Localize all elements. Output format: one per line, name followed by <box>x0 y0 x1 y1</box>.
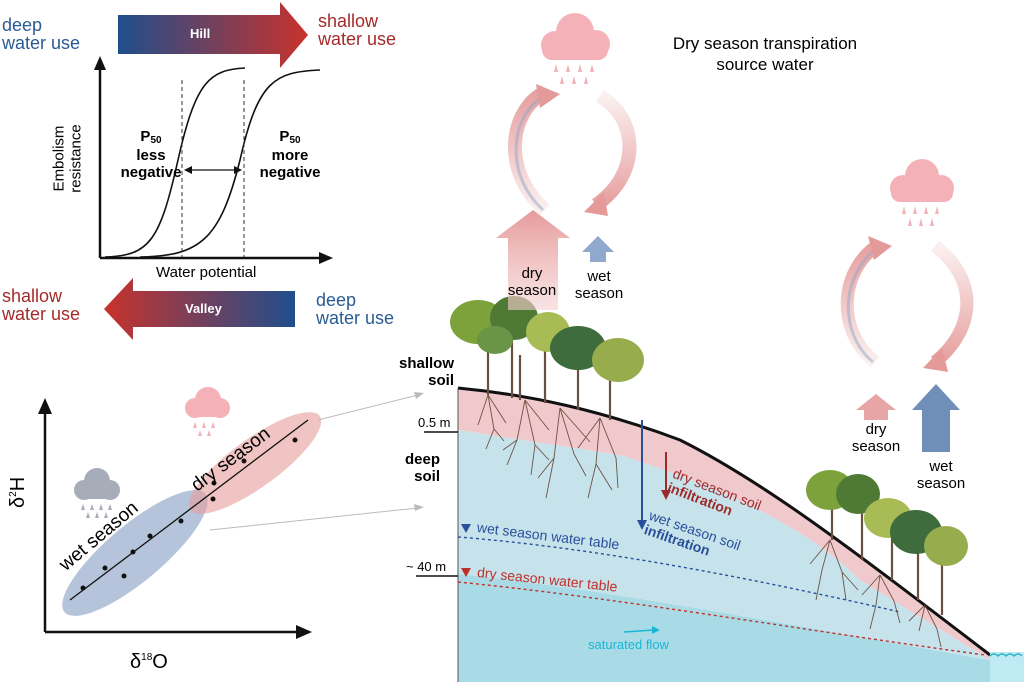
diagram-title: Dry season transpiration source water <box>630 34 900 75</box>
hill-trees <box>450 296 644 420</box>
valley-wet-arrow-line2: season <box>916 474 966 492</box>
isotope-y-label: δ2H <box>7 476 29 508</box>
y-axis-label-line2: resistance <box>67 124 84 193</box>
valley-wet-arrow-label: wet season <box>908 458 974 492</box>
dry-cloud-icon <box>185 387 230 436</box>
valley-left-label-line2: water use <box>2 304 81 324</box>
p50-right-sub: 50 <box>289 135 301 146</box>
isotope-x-delta: δ <box>130 651 142 673</box>
valley-dry-arrow-line2: season <box>851 437 901 455</box>
hill-left-label-line1: deep <box>2 15 43 35</box>
valley-left-label: shallow water use <box>2 287 80 323</box>
deep-soil-line1: deep <box>404 451 440 468</box>
p50-left-sub: 50 <box>150 135 162 146</box>
valley-right-label-line1: deep <box>316 290 357 310</box>
valley-dry-arrow-label: dry season <box>846 421 906 455</box>
diagram-title-line2: source water <box>716 54 814 74</box>
isotope-x-element: O <box>152 651 168 673</box>
hill-left-label-line2: water use <box>2 33 81 53</box>
hill-wet-arrow-label: wet season <box>566 268 632 302</box>
valley-dry-arrow-line1: dry <box>865 421 887 438</box>
hill-arrow-label: Hill <box>190 26 211 41</box>
valley-left-label-line1: shallow <box>2 286 63 306</box>
hill-right-label: shallow water use <box>318 12 396 48</box>
hill-cycle <box>496 13 637 310</box>
shallow-soil-label: shallow soil <box>388 355 454 389</box>
p50-left-label: P50 less negative <box>116 128 186 181</box>
isotope-x-label: δ18O <box>130 652 168 672</box>
diagram-title-line1: Dry season transpiration <box>672 34 858 53</box>
vulnerability-chart <box>94 56 333 264</box>
p50-left-line1: less <box>136 146 166 164</box>
hill-right-label-line1: shallow <box>318 11 379 31</box>
depth-deep-label: ~ 40 m <box>406 559 447 574</box>
p50-right-label: P50 more negative <box>250 128 330 181</box>
isotope-chart <box>38 387 424 639</box>
hill-dry-arrow-line1: dry <box>521 265 543 282</box>
valley-wet-arrow-line1: wet <box>929 458 953 475</box>
depth-shallow-label: 0.5 m <box>418 415 451 430</box>
isotope-y-element: H <box>7 476 29 492</box>
hill-dry-arrow-line2: season <box>507 281 557 299</box>
p50-right-line1: more <box>271 146 309 164</box>
valley-right-label-line2: water use <box>316 308 395 328</box>
x-axis-label: Water potential <box>156 264 257 281</box>
hillslope-section <box>416 296 1024 682</box>
deep-soil-label: deep soil <box>394 451 440 485</box>
p50-left-p: P <box>140 128 151 145</box>
hill-wet-arrow-line2: season <box>574 284 624 302</box>
hill-wet-arrow-line1: wet <box>587 268 611 285</box>
hill-cloud-icon <box>541 13 610 84</box>
hill-dry-arrow-label: dry season <box>502 265 562 299</box>
valley-right-label: deep water use <box>316 291 394 327</box>
shallow-soil-line1: shallow <box>398 355 454 372</box>
valley-arrow <box>104 278 295 340</box>
isotope-y-delta: δ <box>7 496 29 508</box>
isotope-x-sup: 18 <box>141 652 153 663</box>
hill-right-label-line2: water use <box>318 29 397 49</box>
p50-right-line2: negative <box>259 163 321 181</box>
valley-cloud-icon <box>890 159 954 226</box>
valley-trees <box>806 470 968 615</box>
y-axis-label-line1: Embolism <box>50 125 68 192</box>
hill-left-label: deep water use <box>2 16 80 52</box>
p50-right-p: P <box>279 128 290 145</box>
shallow-soil-line2: soil <box>428 371 454 389</box>
hill-arrow <box>118 2 308 68</box>
saturated-flow-label: saturated flow <box>588 637 669 652</box>
wet-cloud-icon <box>74 468 120 518</box>
y-axis-label: Embolism resistance <box>48 100 88 220</box>
p50-left-line2: negative <box>120 163 182 181</box>
valley-arrow-label: Valley <box>185 301 222 316</box>
deep-soil-line2: soil <box>414 467 440 485</box>
valley-cycle <box>840 159 974 452</box>
isotope-y-sup: 2 <box>8 491 19 497</box>
